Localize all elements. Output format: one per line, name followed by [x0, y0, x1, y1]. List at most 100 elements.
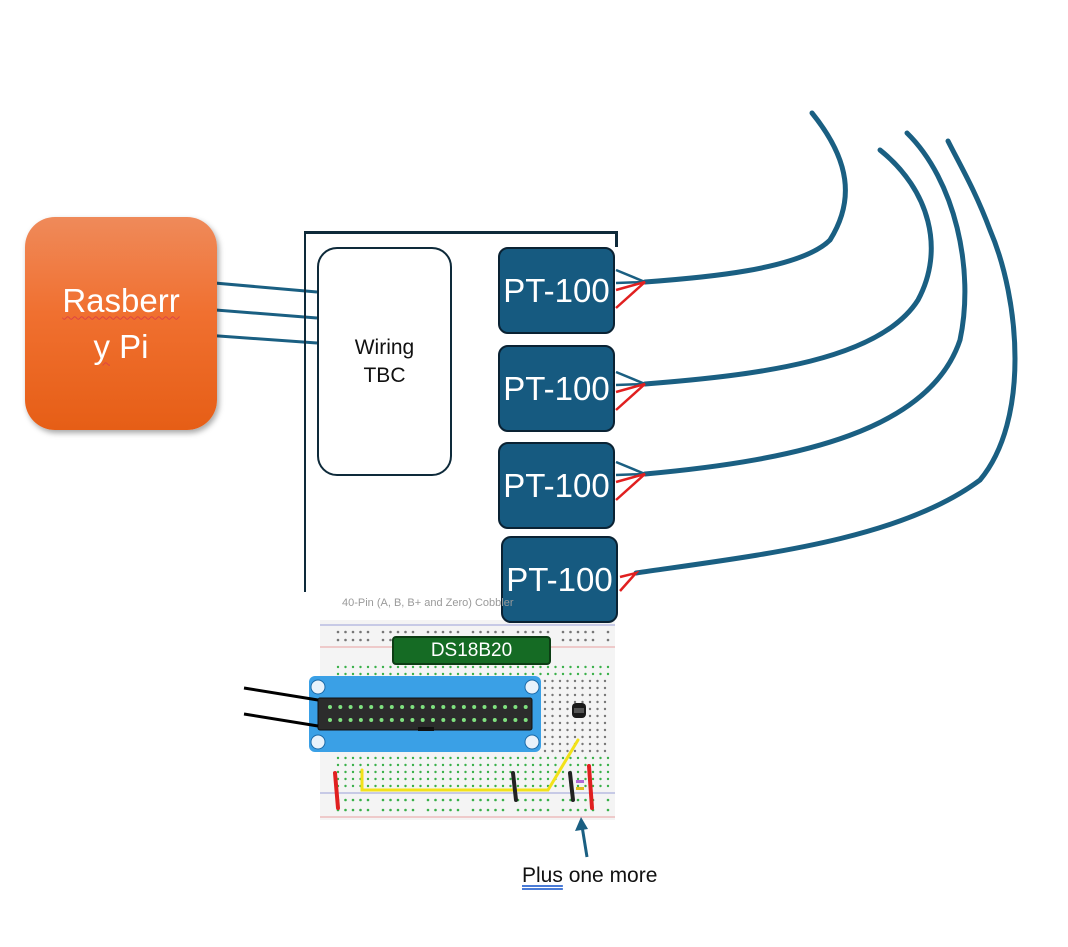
hole-dot — [509, 756, 512, 760]
hole-dot — [400, 705, 405, 709]
enclosure-top-edge — [304, 231, 618, 234]
hole-dot — [531, 665, 535, 669]
hole-dot — [539, 808, 542, 812]
plus-one-more-note: Plus one more — [522, 864, 657, 888]
hole-dot — [411, 784, 415, 788]
cobbler-input-wires — [243, 686, 319, 728]
hole-dot — [494, 770, 497, 774]
hole-dot — [411, 808, 415, 812]
hole-dot — [456, 665, 460, 669]
hole-dot — [558, 742, 562, 746]
hole-dot — [603, 700, 607, 704]
hole-dot — [434, 770, 437, 774]
hole-dot — [471, 770, 475, 774]
hole-dot — [419, 672, 422, 676]
hole-dot — [351, 798, 355, 802]
cobbler-pins — [328, 705, 528, 722]
hole-dot — [606, 630, 610, 634]
wiring-label-line2: TBC — [363, 363, 406, 387]
hole-dot — [456, 763, 460, 767]
hole-dot — [509, 777, 512, 781]
hole-dot — [516, 808, 520, 812]
hole-dot — [396, 665, 400, 669]
hole-dot — [591, 672, 595, 676]
hole-dot — [603, 686, 607, 690]
hole-dot — [576, 665, 580, 669]
hole-dot — [596, 714, 599, 718]
hole-dot — [558, 693, 562, 697]
hole-dot — [501, 784, 505, 788]
hole-dot — [351, 784, 355, 788]
hole-dot — [603, 679, 607, 683]
hole-dot — [566, 749, 569, 753]
hole-dot — [501, 665, 505, 669]
hole-dot — [566, 735, 569, 739]
hole-dot — [603, 749, 607, 753]
hole-dot — [494, 665, 497, 669]
plus-word: Plus — [522, 864, 563, 887]
hole-dot — [381, 638, 385, 642]
hole-dot — [434, 784, 437, 788]
hole-dot — [351, 808, 355, 812]
hole-dot — [551, 742, 554, 746]
hole-dot — [561, 672, 565, 676]
hole-dot — [561, 638, 565, 642]
hole-dot — [516, 770, 520, 774]
hole-dot — [396, 798, 400, 802]
hole-dot — [374, 784, 377, 788]
hole-dot — [344, 798, 347, 802]
hole-dot — [516, 672, 520, 676]
hole-dot — [603, 693, 607, 697]
hole-dot — [366, 798, 370, 802]
hole-dot — [524, 808, 527, 812]
hole-dot — [336, 763, 340, 767]
sensor-cables — [633, 110, 1018, 576]
hole-dot — [606, 798, 610, 802]
hole-dot — [348, 718, 353, 722]
hole-dot — [531, 808, 535, 812]
hole-dot — [581, 686, 584, 690]
hole-dot — [471, 777, 475, 781]
hole-dot — [426, 672, 430, 676]
hole-dot — [551, 679, 554, 683]
hole-dot — [472, 718, 477, 722]
hole-dot — [551, 707, 554, 711]
hole-dot — [551, 721, 554, 725]
hole-dot — [524, 784, 527, 788]
hole-dot — [344, 770, 347, 774]
hole-dot — [513, 705, 518, 709]
hole-dot — [539, 784, 542, 788]
hole-dot — [396, 756, 400, 760]
hole-dot — [381, 672, 385, 676]
hole-dot — [441, 718, 446, 722]
hole-dot — [338, 705, 343, 709]
hole-dot — [588, 700, 592, 704]
hole-dot — [573, 749, 577, 753]
hole-dot — [359, 665, 362, 669]
hole-dot — [581, 679, 584, 683]
hole-dot — [411, 770, 415, 774]
hole-dot — [374, 665, 377, 669]
hole-dot — [566, 742, 569, 746]
hole-dot — [576, 798, 580, 802]
hole-dot — [558, 679, 562, 683]
hole-dot — [381, 756, 385, 760]
hole-dot — [576, 630, 580, 634]
hole-dot — [494, 763, 497, 767]
hole-dot — [561, 808, 565, 812]
hole-dot — [576, 777, 580, 781]
hole-dot — [464, 770, 467, 774]
hole-dot — [516, 756, 520, 760]
hole-dot — [486, 777, 490, 781]
hole-dot — [479, 672, 482, 676]
hole-dot — [494, 672, 497, 676]
hole-dot — [336, 672, 340, 676]
raspberry-pi-block: Rasberr y Pi — [25, 217, 217, 430]
hole-dot — [464, 672, 467, 676]
hole-dot — [596, 679, 599, 683]
hole-dot — [404, 798, 407, 802]
enclosure-right-edge — [615, 231, 618, 247]
hole-dot — [524, 756, 527, 760]
hole-dot — [599, 784, 602, 788]
